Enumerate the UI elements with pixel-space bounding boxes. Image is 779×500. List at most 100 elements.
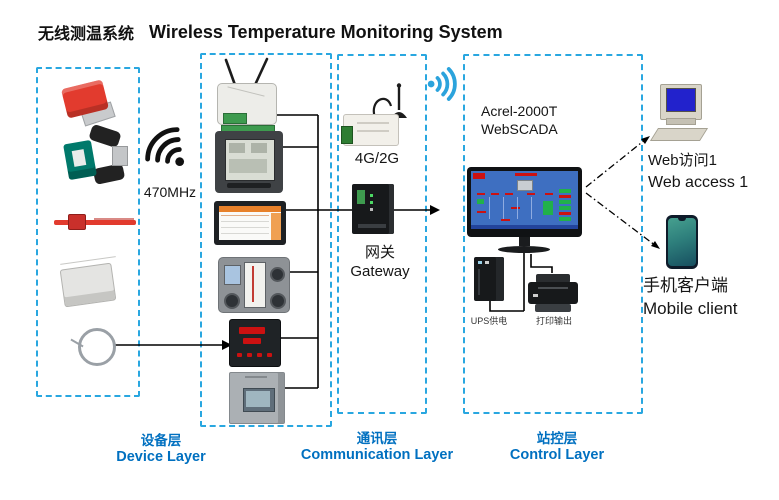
gateway-led3 (370, 208, 373, 211)
receiver-body (217, 83, 277, 125)
monitor-screen (471, 171, 578, 229)
screen-feeder2 (503, 197, 504, 219)
screen-feeder4 (531, 197, 532, 219)
ups-icon (474, 257, 504, 301)
wifi-470mhz-icon (145, 127, 185, 167)
gateway-led2 (370, 201, 373, 204)
touchscreen-header (219, 206, 281, 212)
screen-bar6 (559, 217, 571, 221)
screen-bar5 (559, 212, 571, 215)
surface-sensor-body (59, 262, 117, 308)
indicator-knob-right (270, 267, 285, 282)
web-access-label: Web访问1 Web access 1 (648, 150, 748, 194)
screen-tag8 (501, 219, 510, 221)
screen-tag4 (527, 193, 535, 195)
scada-title-line2: WebSCADA (481, 121, 558, 137)
smartphone-icon (666, 215, 698, 269)
communication-layer-box (337, 54, 427, 414)
clamp-jaw-top (88, 123, 122, 149)
screen-big-green (543, 201, 553, 215)
printer-lid (536, 274, 570, 283)
printer-body (528, 282, 578, 304)
screen-tag3 (505, 193, 513, 195)
screen-server-icon (517, 180, 533, 191)
indicator-knob-bottom (270, 293, 286, 309)
ups-led1 (478, 261, 482, 264)
middle-device-box (200, 53, 332, 427)
control-layer-en: Control Layer (509, 447, 605, 463)
screen-feeder1 (489, 197, 490, 219)
scada-title-line1: Acrel-2000T (481, 103, 558, 119)
tie-teeth (94, 218, 134, 220)
meter-lcd-block2 (251, 143, 267, 153)
ups-vent (478, 269, 480, 295)
scada-title: Acrel-2000T WebSCADA (481, 102, 558, 138)
communication-layer-cn: 通讯层 (356, 431, 398, 446)
computer-keyboard (649, 128, 709, 141)
ups-link-line (489, 300, 524, 312)
monitor-base (498, 246, 550, 253)
computer-screen (666, 88, 696, 112)
control-layer-box (463, 54, 643, 414)
communication-layer-caption: 通讯层 Communication Layer (292, 430, 462, 464)
wall-box-screen-inner (246, 391, 270, 407)
screen-bar1 (559, 189, 571, 193)
printer-icon (528, 274, 578, 314)
indicator-mimic-panel (244, 262, 266, 308)
scada-monitor-icon (467, 167, 582, 255)
indicator-mimic-line (252, 266, 254, 302)
screen-green-node (477, 199, 484, 204)
touchscreen-sidecol (271, 213, 281, 240)
led-row1 (239, 327, 265, 334)
gateway-label-strip (357, 190, 365, 204)
led-btn3 (257, 353, 262, 357)
control-layer-cn: 站控层 (536, 431, 578, 446)
monitor-neck (519, 237, 530, 246)
loop-ring (78, 328, 116, 366)
phone-screen (668, 218, 696, 266)
screen-tag7 (511, 207, 520, 209)
desktop-computer-icon (649, 84, 709, 144)
modem-4g-icon (341, 82, 413, 146)
mobile-client-label: 手机客户端 Mobile client (643, 274, 738, 320)
mobile-client-en: Mobile client (643, 299, 738, 318)
cable-tie-sensor-icon (54, 208, 136, 234)
screen-tag1 (477, 193, 485, 195)
meter-buttons (227, 183, 271, 188)
touchscreen-row2 (221, 221, 269, 222)
clamp-sensor-label (71, 149, 87, 167)
screen-taskbar (471, 225, 578, 229)
screen-feeder3 (517, 197, 518, 219)
led-btn1 (237, 353, 242, 357)
printer-slot (538, 287, 568, 289)
web-arrowhead (641, 136, 650, 144)
printer-label: 打印输出 (535, 316, 572, 326)
phone-notch (678, 218, 686, 221)
modem-slot1 (357, 122, 389, 124)
led-row2 (243, 338, 261, 344)
ups-led2 (485, 261, 489, 264)
screen-title-text (515, 173, 537, 176)
modem-slot2 (357, 130, 389, 132)
led-btn2 (247, 353, 252, 357)
touchscreen-row4 (221, 233, 269, 234)
clamp-sensor-icon (60, 123, 132, 190)
meter-lcd-block1 (229, 143, 245, 153)
gateway-label-en: Gateway (350, 263, 410, 280)
loop-sensor-icon (70, 324, 116, 366)
mobile-arrowhead (651, 241, 660, 249)
modem-label: 4G/2G (354, 150, 400, 167)
control-layer-caption: 站控层 Control Layer (488, 430, 626, 464)
screen-tag6 (477, 211, 486, 213)
receiver-terminal (223, 113, 247, 124)
gateway-label: 网关 Gateway (337, 243, 423, 281)
device-layer-cn: 设备层 (140, 433, 182, 448)
loop-arrowhead (222, 340, 232, 350)
wall-box-icon (229, 372, 285, 424)
touchscreen-row3 (221, 227, 269, 228)
tie-strap (54, 220, 136, 225)
gateway-ports (358, 224, 386, 228)
communication-layer-en: Communication Layer (300, 447, 454, 463)
